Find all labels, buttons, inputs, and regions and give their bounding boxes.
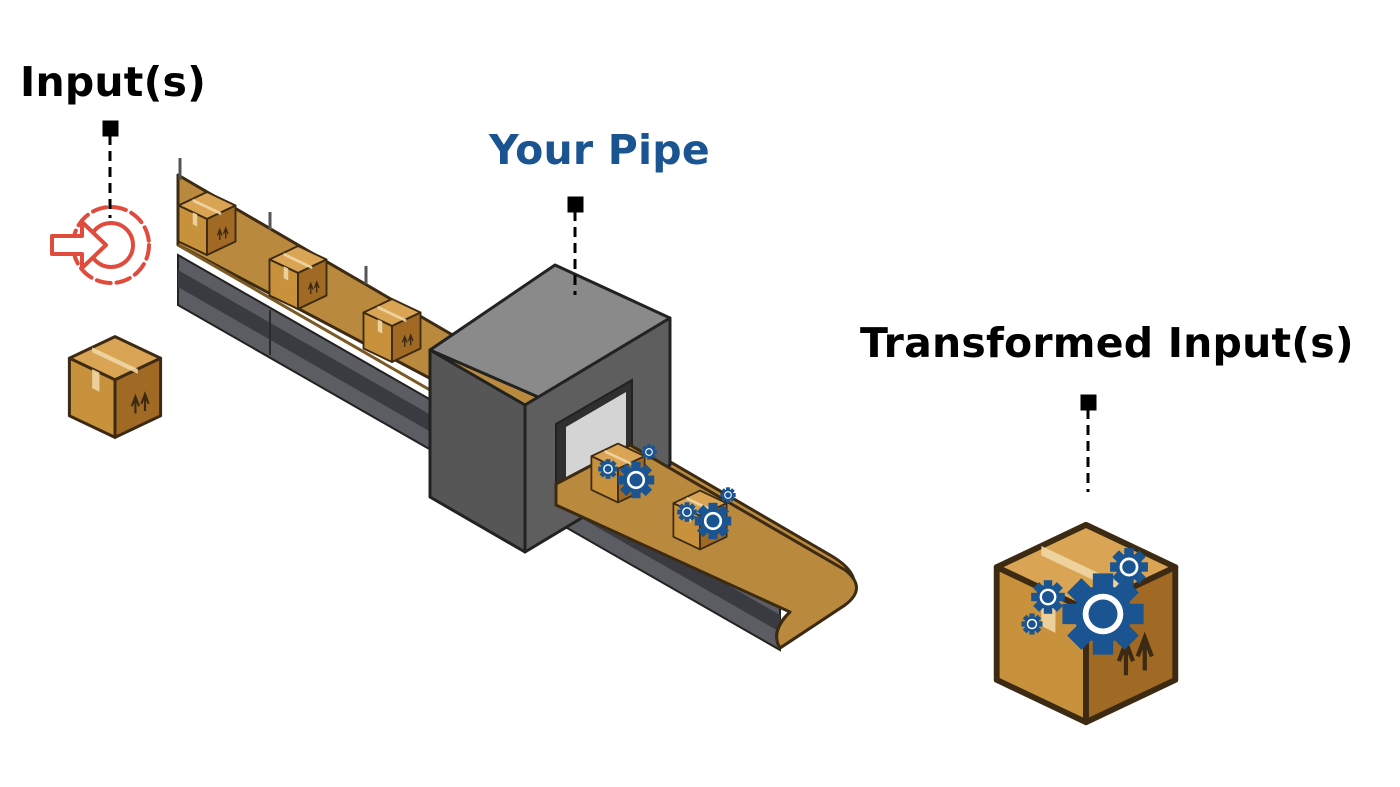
gear-icon — [1110, 548, 1148, 586]
gear-icon — [641, 444, 657, 460]
gear-icon — [720, 487, 736, 503]
belt-box-1 — [177, 191, 237, 256]
belt-box-3 — [362, 298, 422, 363]
input-gear-icon — [50, 205, 151, 285]
pipe-machine — [428, 263, 672, 554]
gear-icon — [1031, 580, 1065, 614]
leader-lines — [102, 120, 1097, 492]
gear-icon — [617, 461, 655, 499]
input-box — [67, 335, 163, 439]
input-label: Input(s) — [20, 58, 207, 106]
output-box — [997, 525, 1176, 722]
gear-icon — [598, 459, 618, 479]
belt-box-2 — [268, 245, 328, 310]
gear-icon — [694, 502, 732, 540]
gear-icon — [1021, 613, 1043, 635]
gear-icon — [677, 502, 697, 522]
pipe-label: Your Pipe — [489, 126, 710, 174]
output-label: Transformed Input(s) — [860, 319, 1354, 367]
